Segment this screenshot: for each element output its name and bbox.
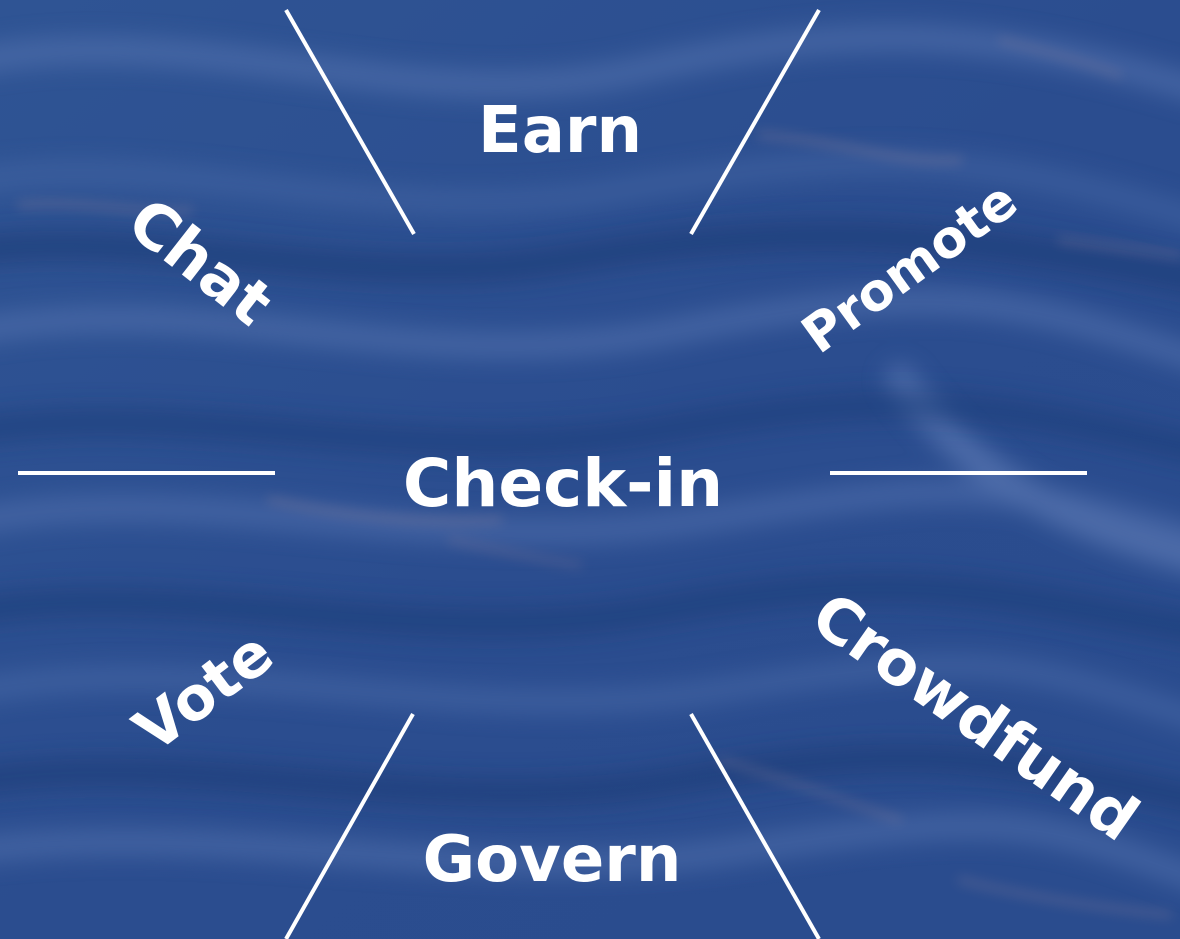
divider-line-bottom-right — [689, 713, 821, 939]
divider-line-top-right — [689, 9, 821, 235]
govern-label: Govern — [422, 823, 682, 897]
divider-line-bottom-left — [284, 713, 415, 939]
earn-label: Earn — [477, 94, 643, 168]
check-in-label: Check-in — [402, 445, 724, 522]
divider-line-top-left — [284, 9, 416, 235]
